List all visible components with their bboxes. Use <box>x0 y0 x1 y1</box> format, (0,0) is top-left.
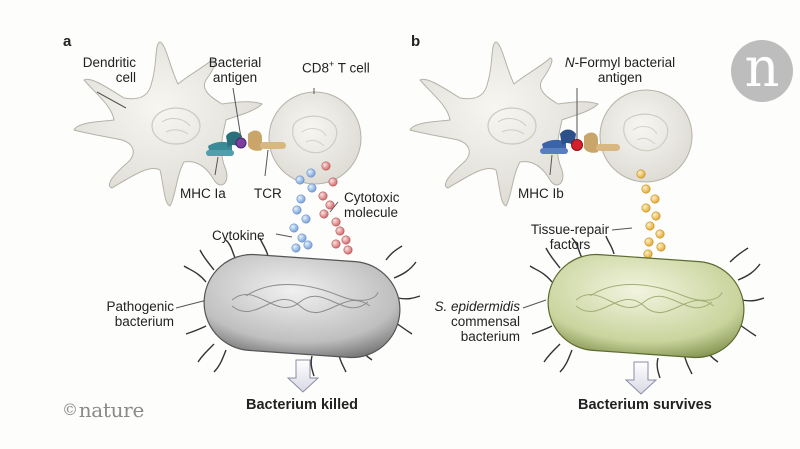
t-cell-superscript: + <box>329 59 335 69</box>
cytotoxic-dots <box>318 161 353 255</box>
repair-factor-dots <box>636 169 666 259</box>
formyl-antigen-label: N-Formyl bacterial antigen <box>540 55 700 85</box>
dendritic-cell-label: Dendritic cell <box>82 55 136 85</box>
bacterial-antigen-a <box>235 137 247 149</box>
pili-a <box>183 237 421 377</box>
pili-b <box>529 235 765 379</box>
mhc-ia <box>206 131 242 156</box>
cd8-t-cell-label: CD8+ T cell <box>302 57 370 76</box>
tissue-repair-label: Tissue-repair factors <box>530 222 610 252</box>
bacterial-dna-b <box>575 284 723 313</box>
commensal-bacterium <box>547 253 745 359</box>
t-cell-name: CD8 <box>302 60 330 76</box>
formyl-rest: -Formyl bacterial antigen <box>574 55 676 85</box>
copyright-notice: ©nature <box>62 398 144 422</box>
tcr-receptor <box>248 130 286 151</box>
mhc-ia-label: MHC Ia <box>180 186 226 201</box>
outcome-arrow-b <box>624 361 658 395</box>
panel-b-art <box>409 41 765 395</box>
t-cell-suffix: T cell <box>334 60 370 76</box>
tcr-label: TCR <box>254 186 282 201</box>
panel-b-letter: b <box>411 33 421 50</box>
formyl-antigen <box>571 139 583 151</box>
nature-logo: n <box>731 40 793 102</box>
outcome-arrow-a <box>286 359 320 393</box>
panel-a-art <box>73 41 421 393</box>
pathogenic-bacterium <box>203 253 401 359</box>
outcome-a-label: Bacterium killed <box>246 397 359 413</box>
commensal-rest: commensal bacterium <box>450 314 520 344</box>
t-cell-a <box>268 91 362 185</box>
tcr-receptor-b <box>584 132 620 153</box>
cytokine-dots <box>289 168 317 253</box>
outcome-b-label: Bacterium survives <box>578 397 712 413</box>
formyl-prefix: N <box>564 55 575 70</box>
panel-a-letter: a <box>63 33 72 50</box>
cytokine-label: Cytokine <box>212 228 265 243</box>
bacterial-antigen-label: Bacterial antigen <box>208 55 262 85</box>
t-cell-b <box>599 89 693 183</box>
dendritic-cell-a <box>73 41 263 207</box>
mhc-ib-label: MHC Ib <box>518 186 564 201</box>
copyright-symbol: © <box>62 400 78 419</box>
copyright-text: nature <box>78 398 145 422</box>
cytotoxic-molecule-label: Cytotoxic molecule <box>344 190 400 220</box>
pathogenic-bacterium-label: Pathogenic bacterium <box>106 299 174 329</box>
bacterial-dna-a <box>231 284 379 313</box>
dendritic-nucleus-a <box>151 107 201 145</box>
species-name: S. epidermidis <box>434 299 520 314</box>
